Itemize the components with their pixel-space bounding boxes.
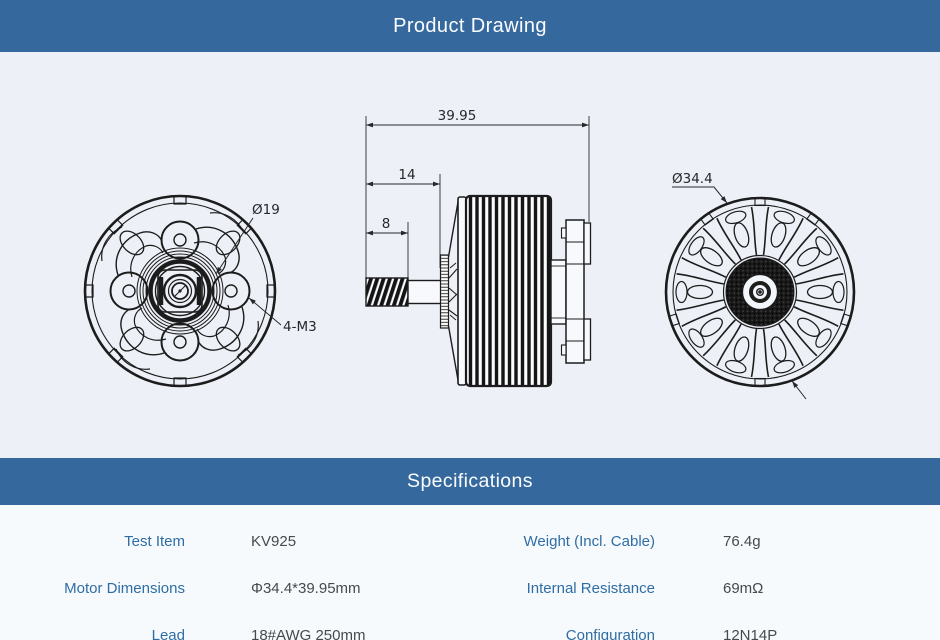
spec-label-internal-resistance: Internal Resistance xyxy=(526,580,655,597)
spec-value-internal-resistance: 69mΩ xyxy=(723,580,764,597)
dim-thread-length: 8 xyxy=(382,216,391,232)
product-drawing-title: Product Drawing xyxy=(393,14,547,37)
side-view xyxy=(365,116,592,388)
dim-mount-holes: 4-M3 xyxy=(283,319,317,335)
product-drawing-bar: Product Drawing xyxy=(0,0,940,52)
specifications-title: Specifications xyxy=(407,470,533,492)
front-view-annotations xyxy=(215,217,282,326)
spec-label-test-item: Test Item xyxy=(124,533,185,550)
specifications-bar: Specifications xyxy=(0,458,940,505)
specifications-table: Test Item KV925 Weight (Incl. Cable) 76.… xyxy=(0,505,940,640)
spec-value-weight: 76.4g xyxy=(723,533,761,550)
dim-front-diameter: Ø19 xyxy=(252,202,280,218)
technical-drawing-section: Ø19 4-M3 xyxy=(0,52,940,458)
spec-row: Lead 18#AWG 250mm Configuration 12N14P xyxy=(0,612,940,640)
back-view-annotations xyxy=(672,186,807,400)
spec-row: Test Item KV925 Weight (Incl. Cable) 76.… xyxy=(0,518,940,565)
front-view xyxy=(83,194,277,388)
spec-value-lead: 18#AWG 250mm xyxy=(251,627,366,640)
spec-value-motor-dimensions: Φ34.4*39.95mm xyxy=(251,580,361,597)
spec-value-configuration: 12N14P xyxy=(723,627,778,640)
spec-label-weight: Weight (Incl. Cable) xyxy=(523,533,655,550)
spec-label-configuration: Configuration xyxy=(565,627,655,640)
dim-overall-length: 39.95 xyxy=(438,108,477,124)
spec-label-lead: Lead xyxy=(151,627,185,640)
dim-shaft-length: 14 xyxy=(398,167,415,183)
spec-value-test-item: KV925 xyxy=(251,533,297,550)
spec-label-motor-dimensions: Motor Dimensions xyxy=(64,580,185,597)
spec-row: Motor Dimensions Φ34.4*39.95mm Internal … xyxy=(0,565,940,612)
technical-drawing-svg: Ø19 4-M3 xyxy=(83,108,856,400)
back-view xyxy=(664,196,856,388)
dim-outer-diameter: Ø34.4 xyxy=(672,171,713,187)
